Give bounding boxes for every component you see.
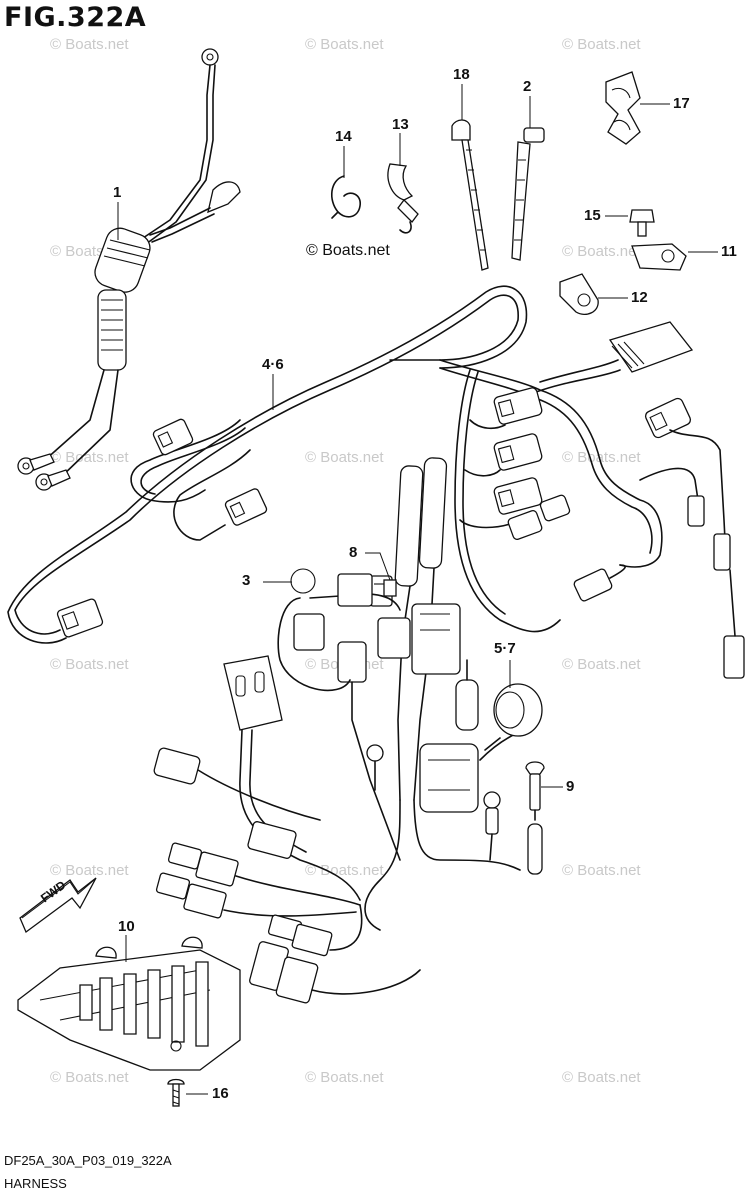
callout-16: 16 — [212, 1085, 229, 1102]
part-15-bolt — [629, 209, 655, 237]
callout-12: 12 — [631, 289, 648, 306]
lower-harness — [153, 457, 545, 1004]
callout-15: 15 — [584, 207, 601, 224]
watermark: © Boats.net — [562, 243, 641, 260]
watermark: © Boats.net — [50, 1069, 129, 1086]
watermark: © Boats.net — [305, 449, 384, 466]
part-4-6-main-harness — [7, 285, 663, 644]
part-12-clamp — [559, 273, 599, 315]
part-13-14-clips — [331, 163, 419, 234]
callout-18: 18 — [453, 66, 470, 83]
callout-10: 10 — [118, 918, 135, 935]
credit-text: © Boats.net — [306, 242, 390, 259]
part-11-bracket — [631, 243, 687, 271]
watermark: © Boats.net — [50, 36, 129, 53]
part-17-clamp — [605, 71, 641, 145]
diagram-code: DF25A_30A_P03_019_322A — [4, 1153, 172, 1168]
callout-2: 2 — [523, 78, 532, 95]
callout-9: 9 — [566, 778, 575, 795]
fwd-arrow — [19, 877, 97, 934]
watermark: © Boats.net — [562, 449, 641, 466]
watermark: © Boats.net — [50, 656, 129, 673]
part-1-ground-cable — [17, 48, 241, 491]
watermark: © Boats.net — [305, 36, 384, 53]
diagram-name: HARNESS — [4, 1176, 67, 1191]
part-10-holder — [17, 936, 241, 1071]
watermark: © Boats.net — [305, 1069, 384, 1086]
watermark: © Boats.net — [305, 862, 384, 879]
connector-group — [56, 321, 745, 679]
callout-5-7: 5·7 — [494, 640, 516, 657]
callout-13: 13 — [392, 116, 409, 133]
watermark: © Boats.net — [562, 656, 641, 673]
callout-3: 3 — [242, 572, 251, 589]
watermark: © Boats.net — [562, 36, 641, 53]
callout-17: 17 — [673, 95, 690, 112]
watermark: © Boats.net — [562, 1069, 641, 1086]
watermark: © Boats.net — [50, 449, 129, 466]
callout-14: 14 — [335, 128, 352, 145]
figure-title: FIG.322A — [4, 2, 147, 33]
watermark: © Boats.net — [562, 862, 641, 879]
part-2-18-ties — [451, 119, 545, 271]
leader-lines — [117, 84, 718, 1095]
callout-8: 8 — [349, 544, 358, 561]
callout-4-6: 4·6 — [262, 356, 284, 373]
part-16-screw — [167, 1078, 185, 1107]
callout-1: 1 — [113, 184, 122, 201]
callout-11: 11 — [721, 243, 737, 260]
watermark: © Boats.net — [50, 862, 129, 879]
